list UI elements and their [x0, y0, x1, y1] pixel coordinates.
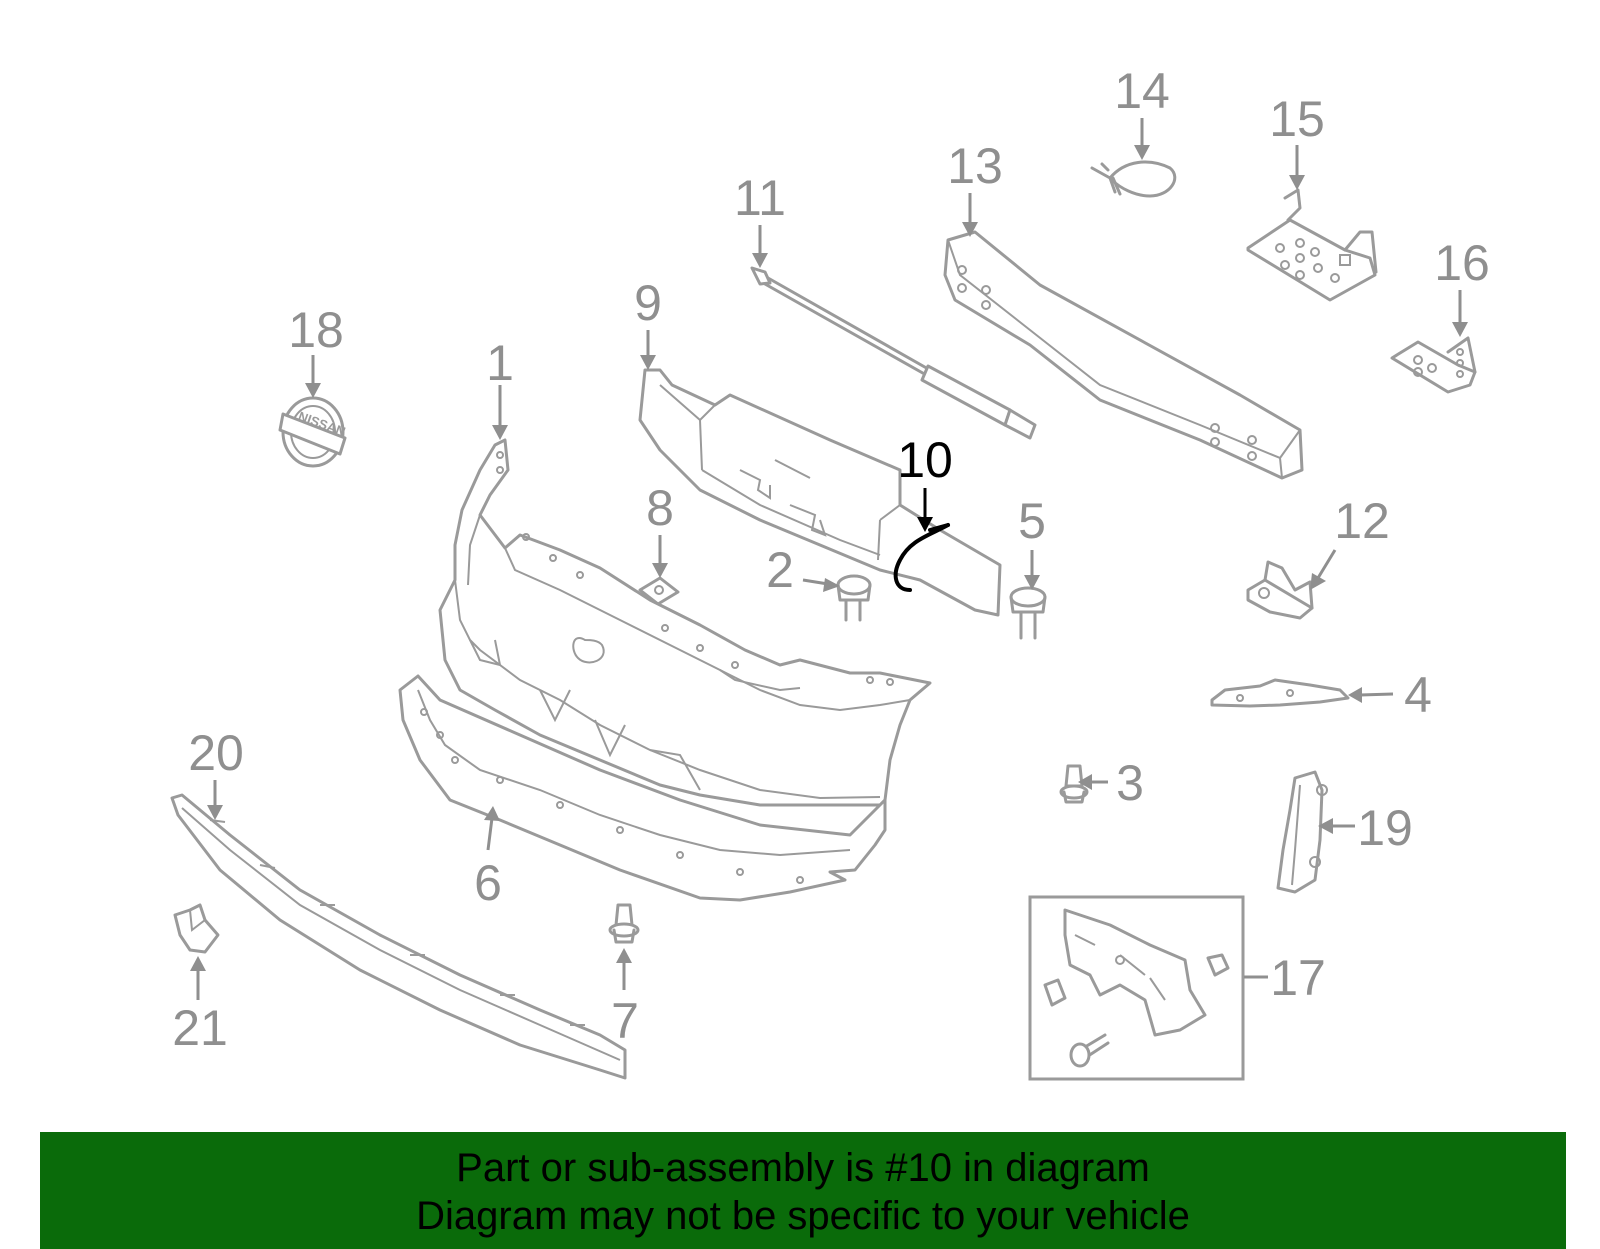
callout-18: 18: [288, 302, 344, 398]
part-3-bolt: [1059, 764, 1089, 804]
callout-8: 8: [646, 480, 674, 578]
part-18-emblem: NISSAN: [278, 396, 348, 468]
callout-5: 5: [1018, 493, 1046, 590]
callout-2: 2: [766, 542, 840, 598]
svg-text:7: 7: [611, 993, 639, 1049]
callout-7: 7: [611, 948, 639, 1049]
callout-14: 14: [1114, 63, 1170, 160]
part-9-absorber: [638, 368, 1002, 617]
svg-text:2: 2: [766, 542, 794, 598]
svg-text:14: 14: [1114, 63, 1170, 119]
svg-text:10: 10: [897, 432, 953, 488]
part-5-clip: [1009, 586, 1047, 640]
svg-text:9: 9: [634, 275, 662, 331]
part-14-clip: [1090, 160, 1177, 198]
callout-10: 10: [897, 432, 953, 532]
part-11-rod: [750, 266, 1037, 440]
svg-text:17: 17: [1270, 950, 1326, 1006]
svg-text:11: 11: [734, 170, 786, 226]
part-16-bracket: [1390, 336, 1477, 394]
svg-text:13: 13: [947, 138, 1003, 194]
callout-13: 13: [947, 138, 1003, 237]
part-21-clip: [173, 903, 220, 954]
part-1-bumper-cover: [438, 438, 932, 807]
part-17-kit: [1028, 895, 1245, 1081]
svg-text:8: 8: [646, 480, 674, 536]
svg-text:18: 18: [288, 302, 344, 358]
part-19-bracket: [1276, 770, 1328, 894]
callout-9: 9: [634, 275, 662, 370]
svg-text:6: 6: [474, 855, 502, 911]
part-20-lower-lip: [170, 793, 627, 1080]
callout-12: 12: [1310, 493, 1390, 590]
part-2-clip: [836, 574, 872, 622]
callout-15: 15: [1269, 91, 1325, 190]
svg-text:16: 16: [1434, 235, 1490, 291]
callout-1: 1: [486, 335, 514, 440]
svg-text:20: 20: [188, 725, 244, 781]
callout-16: 16: [1434, 235, 1490, 337]
part-4-strip: [1210, 678, 1350, 708]
svg-text:21: 21: [172, 1000, 228, 1056]
callout-19: 19: [1318, 800, 1413, 856]
callout-3: 3: [1078, 755, 1144, 811]
callout-4: 4: [1348, 667, 1432, 723]
svg-text:19: 19: [1357, 800, 1413, 856]
svg-text:4: 4: [1404, 667, 1432, 723]
callout-21: 21: [172, 956, 228, 1056]
svg-text:12: 12: [1334, 493, 1390, 549]
banner-line-1: Part or sub-assembly is #10 in diagram: [456, 1146, 1150, 1190]
part-15-bracket: [1246, 188, 1378, 302]
svg-text:5: 5: [1018, 493, 1046, 549]
callout-20: 20: [188, 725, 244, 820]
callout-6: 6: [474, 806, 502, 911]
part-12-bracket: [1246, 560, 1314, 620]
banner-line-2: Diagram may not be specific to your vehi…: [416, 1194, 1190, 1238]
part-10-highlighted: [893, 523, 950, 592]
callout-11: 11: [734, 170, 786, 268]
part-13-reinforcement: [943, 230, 1304, 480]
svg-text:15: 15: [1269, 91, 1325, 147]
svg-text:3: 3: [1116, 755, 1144, 811]
notice-banner: Part or sub-assembly is #10 in diagram D…: [40, 1132, 1566, 1249]
callout-17: 17: [1244, 950, 1326, 1006]
part-7-screw: [608, 903, 640, 944]
svg-text:1: 1: [486, 335, 514, 391]
